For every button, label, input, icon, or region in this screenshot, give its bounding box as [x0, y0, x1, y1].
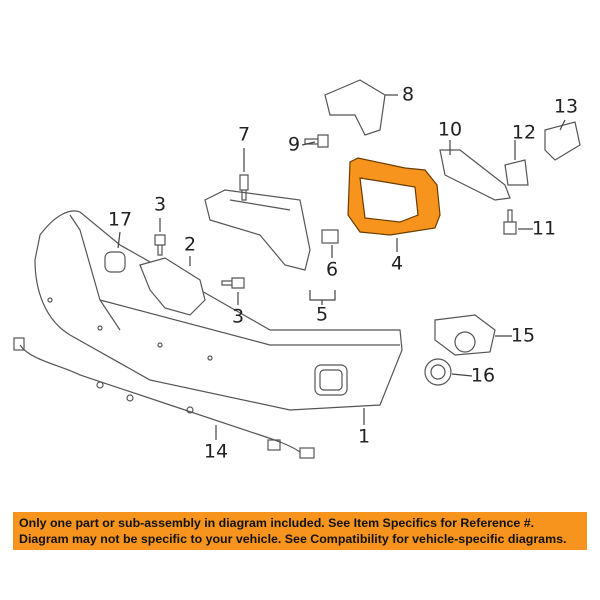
part-14-harness[interactable] — [13, 337, 315, 459]
disclaimer-line-1: Only one part or sub-assembly in diagram… — [19, 516, 535, 530]
callout-10[interactable]: 10 — [437, 118, 463, 141]
part-15-sensor[interactable] — [434, 314, 496, 356]
callout-1[interactable]: 1 — [357, 425, 371, 448]
callout-13[interactable]: 13 — [553, 95, 579, 118]
callout-8[interactable]: 8 — [401, 83, 415, 106]
part-10-bracket[interactable] — [439, 149, 511, 201]
part-4-highlighted-bracket[interactable] — [347, 157, 441, 236]
callout-3-lower[interactable]: 3 — [231, 305, 245, 328]
callout-16[interactable]: 16 — [470, 364, 496, 387]
part-8-bracket[interactable] — [324, 79, 386, 136]
disclaimer-banner: Only one part or sub-assembly in diagram… — [13, 512, 587, 550]
callout-17[interactable]: 17 — [107, 208, 133, 231]
callout-11[interactable]: 11 — [531, 217, 557, 240]
leader-lines — [117, 94, 566, 440]
part-6-clip[interactable] — [321, 229, 339, 244]
part-2-bracket[interactable] — [139, 257, 206, 316]
fasteners — [154, 134, 517, 289]
part-17-bumper-pad[interactable] — [104, 251, 126, 273]
callout-2[interactable]: 2 — [183, 233, 197, 256]
callout-9[interactable]: 9 — [287, 133, 301, 156]
part-1-bumper[interactable] — [34, 210, 403, 411]
callout-3-upper[interactable]: 3 — [153, 193, 167, 216]
callout-15[interactable]: 15 — [510, 324, 536, 347]
disclaimer-line-2: Diagram may not be specific to your vehi… — [19, 532, 567, 546]
callout-12[interactable]: 12 — [511, 121, 537, 144]
callout-6[interactable]: 6 — [325, 258, 339, 281]
callout-7[interactable]: 7 — [237, 123, 251, 146]
callout-14[interactable]: 14 — [203, 440, 229, 463]
part-16-retainer[interactable] — [424, 358, 452, 386]
part-5-bracket[interactable] — [204, 189, 311, 271]
part-13-bracket[interactable] — [544, 121, 581, 161]
callout-5[interactable]: 5 — [315, 303, 329, 326]
part-12-bracket[interactable] — [504, 159, 529, 186]
callout-4[interactable]: 4 — [390, 252, 404, 275]
